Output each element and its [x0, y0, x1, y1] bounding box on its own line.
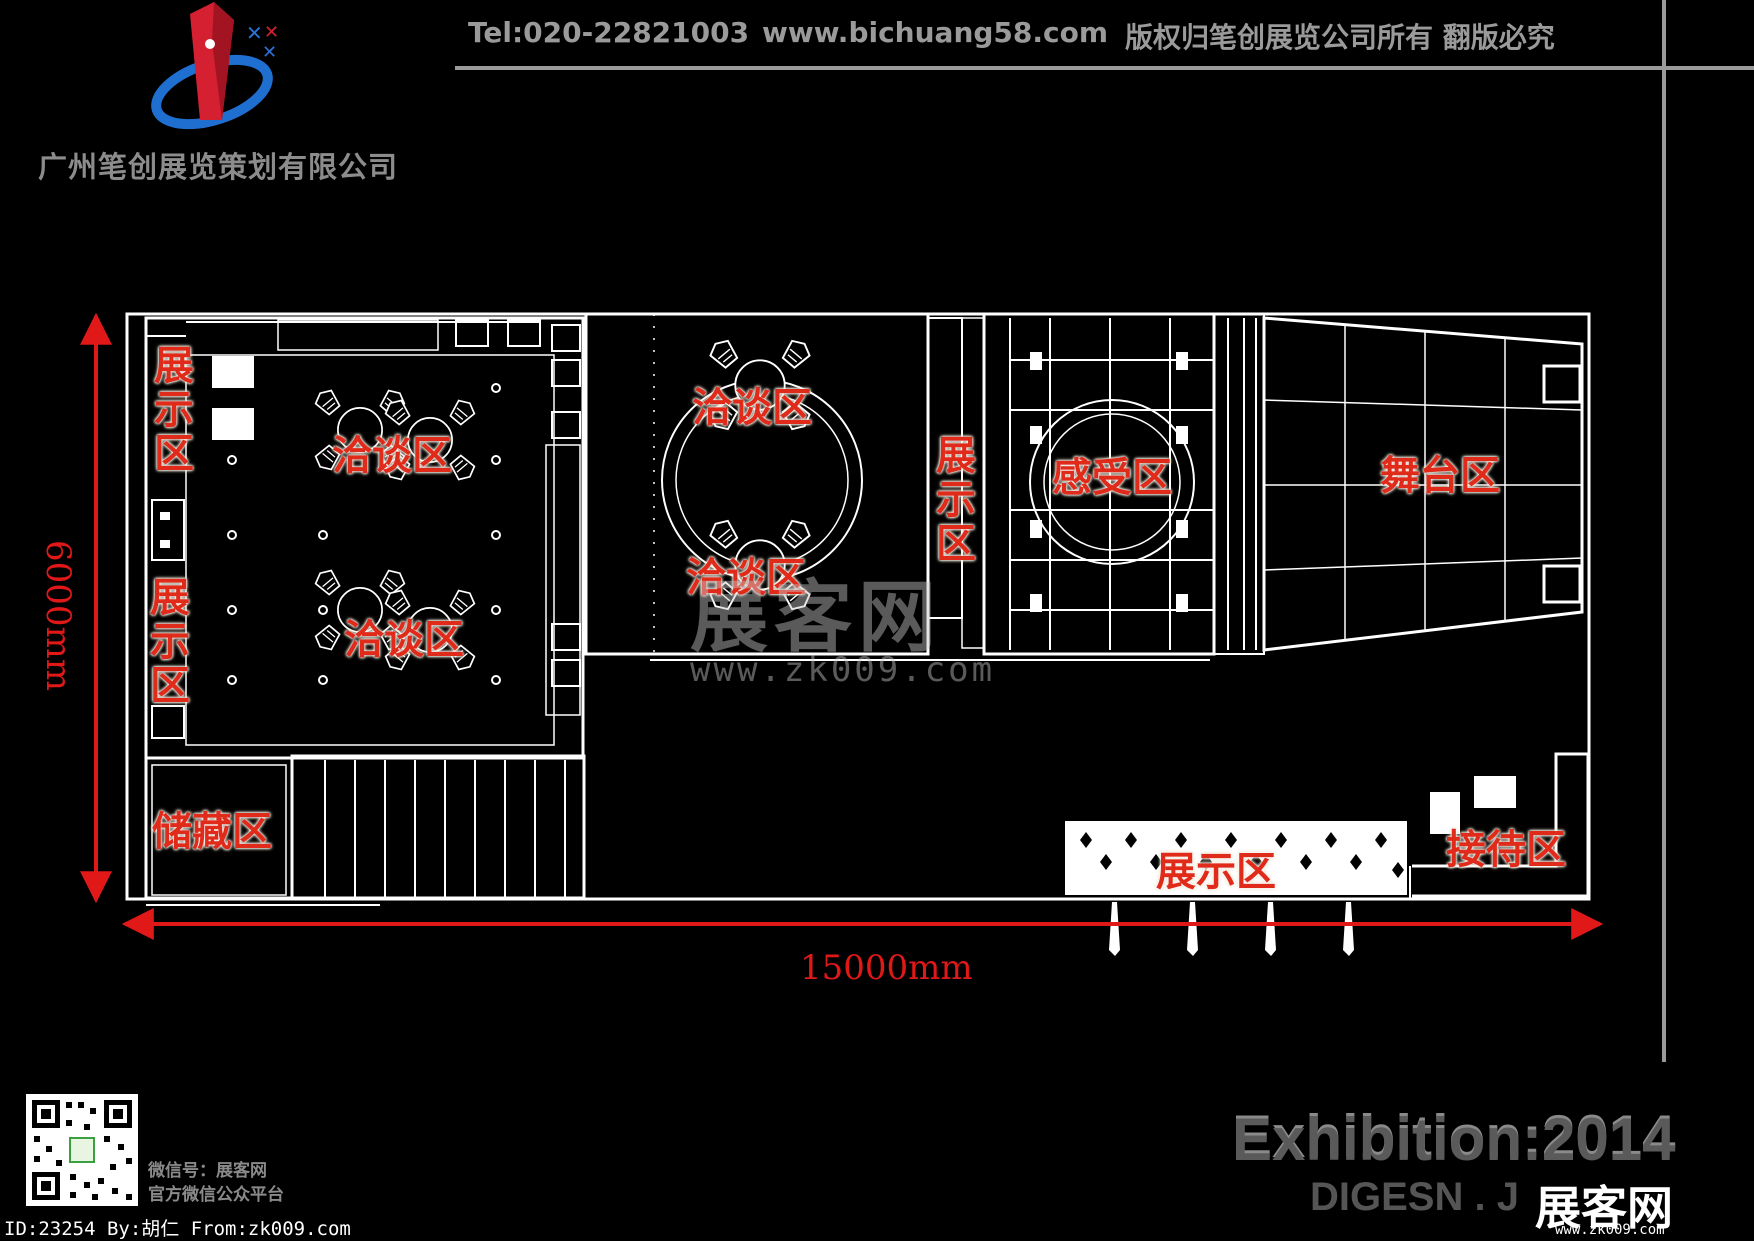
- zone-display-left-bottom: 展示区: [143, 576, 190, 708]
- svg-text:✕: ✕: [264, 22, 279, 43]
- watermark-center-text: 展客网: [690, 573, 943, 663]
- zone-display-middle: 展示区: [929, 434, 976, 566]
- watermark-corner-text: 展客网: [1535, 1181, 1673, 1235]
- watermark-corner-url: www.zk009.com: [1555, 1222, 1665, 1238]
- header-copyright: 版权归笔创展览公司所有 翻版必究: [1125, 21, 1555, 54]
- company-logo: ✕ ✕ ✕: [150, 2, 290, 132]
- zone-negotiation-2: 洽谈区: [344, 616, 464, 663]
- zone-negotiation-3: 洽谈区: [692, 384, 812, 431]
- svg-text:✕: ✕: [262, 42, 277, 63]
- digesn-text: DIGESN . J: [1310, 1175, 1519, 1219]
- zone-reception: 接待区: [1446, 826, 1566, 873]
- exhibition-year: Exhibition:2014: [1232, 1106, 1676, 1173]
- zone-negotiation-1: 洽谈区: [332, 432, 452, 479]
- svg-text:✕: ✕: [246, 21, 263, 45]
- qr-code: [26, 1094, 138, 1206]
- header-website: www.bichuang58.com: [762, 16, 1109, 49]
- header-tel: Tel:020-22821003: [468, 16, 750, 49]
- id-line: ID:23254 By:胡仁 From:zk009.com: [4, 1218, 351, 1240]
- zone-display-bottom: 展示区: [1156, 848, 1276, 895]
- dimension-width-label: 15000mm: [800, 948, 973, 988]
- wechat-desc: 官方微信公众平台: [148, 1185, 284, 1205]
- zone-negotiation-4: 洽谈区: [686, 554, 806, 601]
- dimension-height-label: 6000mm: [38, 540, 78, 692]
- company-name: 广州笔创展览策划有限公司: [38, 150, 399, 184]
- watermark-center-url: www.zk009.com: [690, 650, 996, 690]
- zone-stage: 舞台区: [1380, 452, 1500, 499]
- wechat-id: 微信号：展客网: [148, 1161, 267, 1181]
- zone-display-left-top: 展示区: [147, 344, 194, 476]
- zone-storage: 储藏区: [152, 808, 272, 855]
- zone-experience: 感受区: [1052, 454, 1172, 501]
